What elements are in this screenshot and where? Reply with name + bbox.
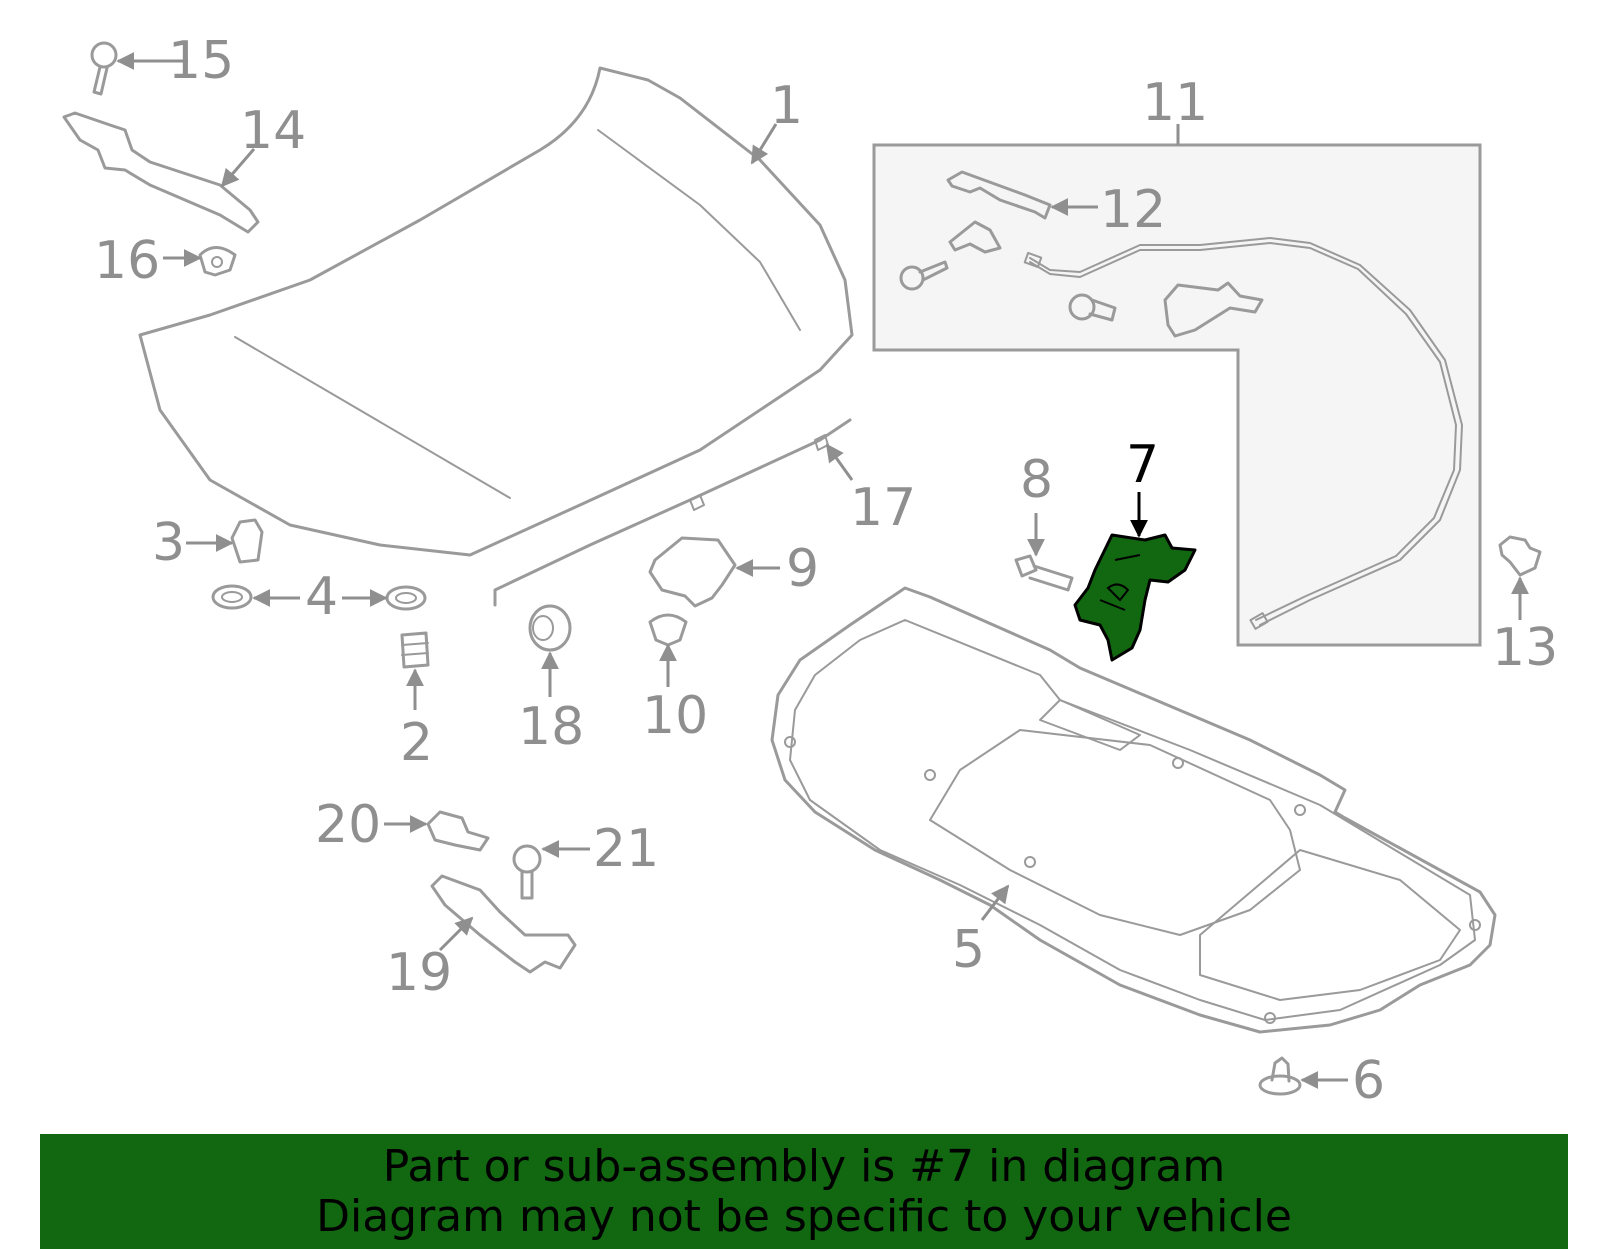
kit-handle	[1163, 281, 1264, 338]
hood-adjuster	[400, 631, 430, 669]
latch-bolt	[1014, 554, 1074, 592]
callout-15: 15	[168, 31, 234, 91]
cable-bracket	[946, 170, 1052, 220]
callout-7: 7	[1126, 435, 1159, 495]
callout-14: 14	[240, 101, 306, 161]
support-bracket	[430, 874, 577, 974]
holder-clip	[648, 613, 688, 647]
callout-8: 8	[1020, 450, 1053, 510]
bracket-bolt	[512, 844, 542, 900]
washer-left	[211, 584, 253, 610]
release-cable	[1023, 237, 1463, 630]
hood-latch-highlighted	[1073, 533, 1197, 662]
prop-rod-grommet	[528, 604, 572, 652]
callout-5: 5	[952, 920, 985, 980]
callout-11: 11	[1142, 73, 1208, 133]
callout-20: 20	[315, 795, 381, 855]
callout-13: 13	[1492, 618, 1558, 678]
kit-bracket-small	[948, 220, 1002, 254]
callout-21: 21	[593, 819, 659, 879]
callout-2: 2	[400, 713, 433, 773]
leader-14	[220, 148, 256, 188]
leader-19	[438, 916, 474, 952]
hood-panel	[138, 66, 854, 557]
leader-1	[750, 123, 778, 165]
kit-bolt	[899, 260, 949, 291]
callout-3: 3	[152, 513, 185, 573]
callout-9: 9	[786, 539, 819, 599]
banner-line-part: Part or sub-assembly is #7 in diagram	[382, 1140, 1226, 1192]
release-cable-kit-box	[872, 143, 1482, 647]
callout-19: 19	[386, 943, 452, 1003]
leader-17	[825, 443, 854, 481]
callout-17: 17	[850, 478, 916, 538]
hinge-bolt	[90, 41, 118, 96]
callout-6: 6	[1352, 1051, 1385, 1111]
insulator-retainer	[1258, 1056, 1302, 1096]
part-info-banner: Part or sub-assembly is #7 in diagram Di…	[40, 1134, 1568, 1249]
callout-1: 1	[770, 76, 803, 136]
hood-hinge	[62, 111, 260, 234]
insulator-clip	[426, 810, 490, 852]
cable-clip	[1498, 535, 1542, 577]
callout-10: 10	[642, 686, 708, 746]
banner-line-disclaimer: Diagram may not be specific to your vehi…	[316, 1190, 1292, 1242]
leader-5	[980, 884, 1010, 921]
callout-12: 12	[1100, 180, 1166, 240]
callout-16: 16	[94, 231, 160, 291]
callout-18: 18	[518, 697, 584, 757]
kit-clip	[1068, 293, 1117, 322]
callout-4: 4	[305, 567, 338, 627]
hinge-nut	[198, 246, 237, 277]
bumper-stop	[230, 518, 264, 564]
prop-rod-holder	[648, 536, 737, 608]
washer-right	[385, 585, 427, 611]
hood-insulator	[770, 586, 1497, 1034]
